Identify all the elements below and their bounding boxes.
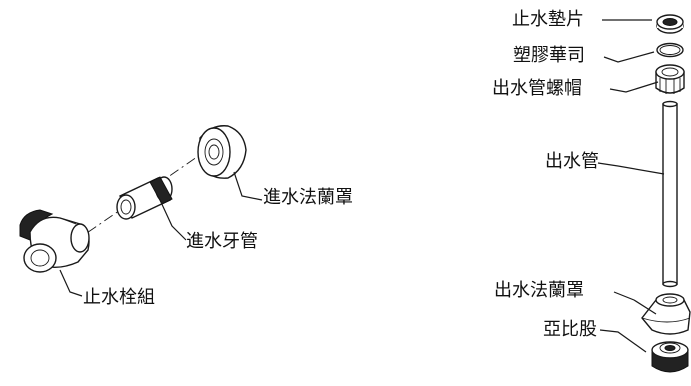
outlet-pipe-nut-leader xyxy=(609,81,659,93)
adapter-fitting-leader xyxy=(599,329,647,353)
label-outlet-pipe: 出水管 xyxy=(545,151,599,172)
outlet-pipe-leader xyxy=(597,162,665,175)
label-inlet-threaded-pipe: 進水牙管 xyxy=(186,231,258,252)
stop-valve-assembly-leader xyxy=(59,269,83,297)
label-inlet-flange-cover: 進水法蘭罩 xyxy=(263,187,353,208)
outlet-flange-cover-leader xyxy=(613,291,657,315)
label-outlet-flange-cover: 出水法蘭罩 xyxy=(494,280,584,301)
label-sealing-washer: 止水墊片 xyxy=(512,9,584,30)
plastic-gasket-part xyxy=(656,42,684,58)
inlet-threaded-pipe-leader xyxy=(159,199,187,241)
inlet-flange-cover-part xyxy=(197,125,247,179)
label-plastic-gasket: 塑膠華司 xyxy=(513,45,585,66)
label-outlet-pipe-nut: 出水管螺帽 xyxy=(492,78,582,99)
outlet-flange-cover-part xyxy=(641,293,691,335)
inlet-flange-cover-leader xyxy=(233,171,263,201)
adapter-fitting-part xyxy=(651,341,689,373)
label-stop-valve-assembly: 止水栓組 xyxy=(83,287,155,308)
label-adapter-fitting: 亞比股 xyxy=(543,319,597,340)
sealing-washer-part xyxy=(656,14,684,34)
outlet-pipe-nut-part xyxy=(655,64,685,94)
outlet-pipe-part xyxy=(662,100,678,288)
stop-valve-assembly-part xyxy=(19,209,90,273)
plastic-gasket-leader xyxy=(603,51,655,63)
inlet-threaded-pipe-part xyxy=(116,176,173,220)
